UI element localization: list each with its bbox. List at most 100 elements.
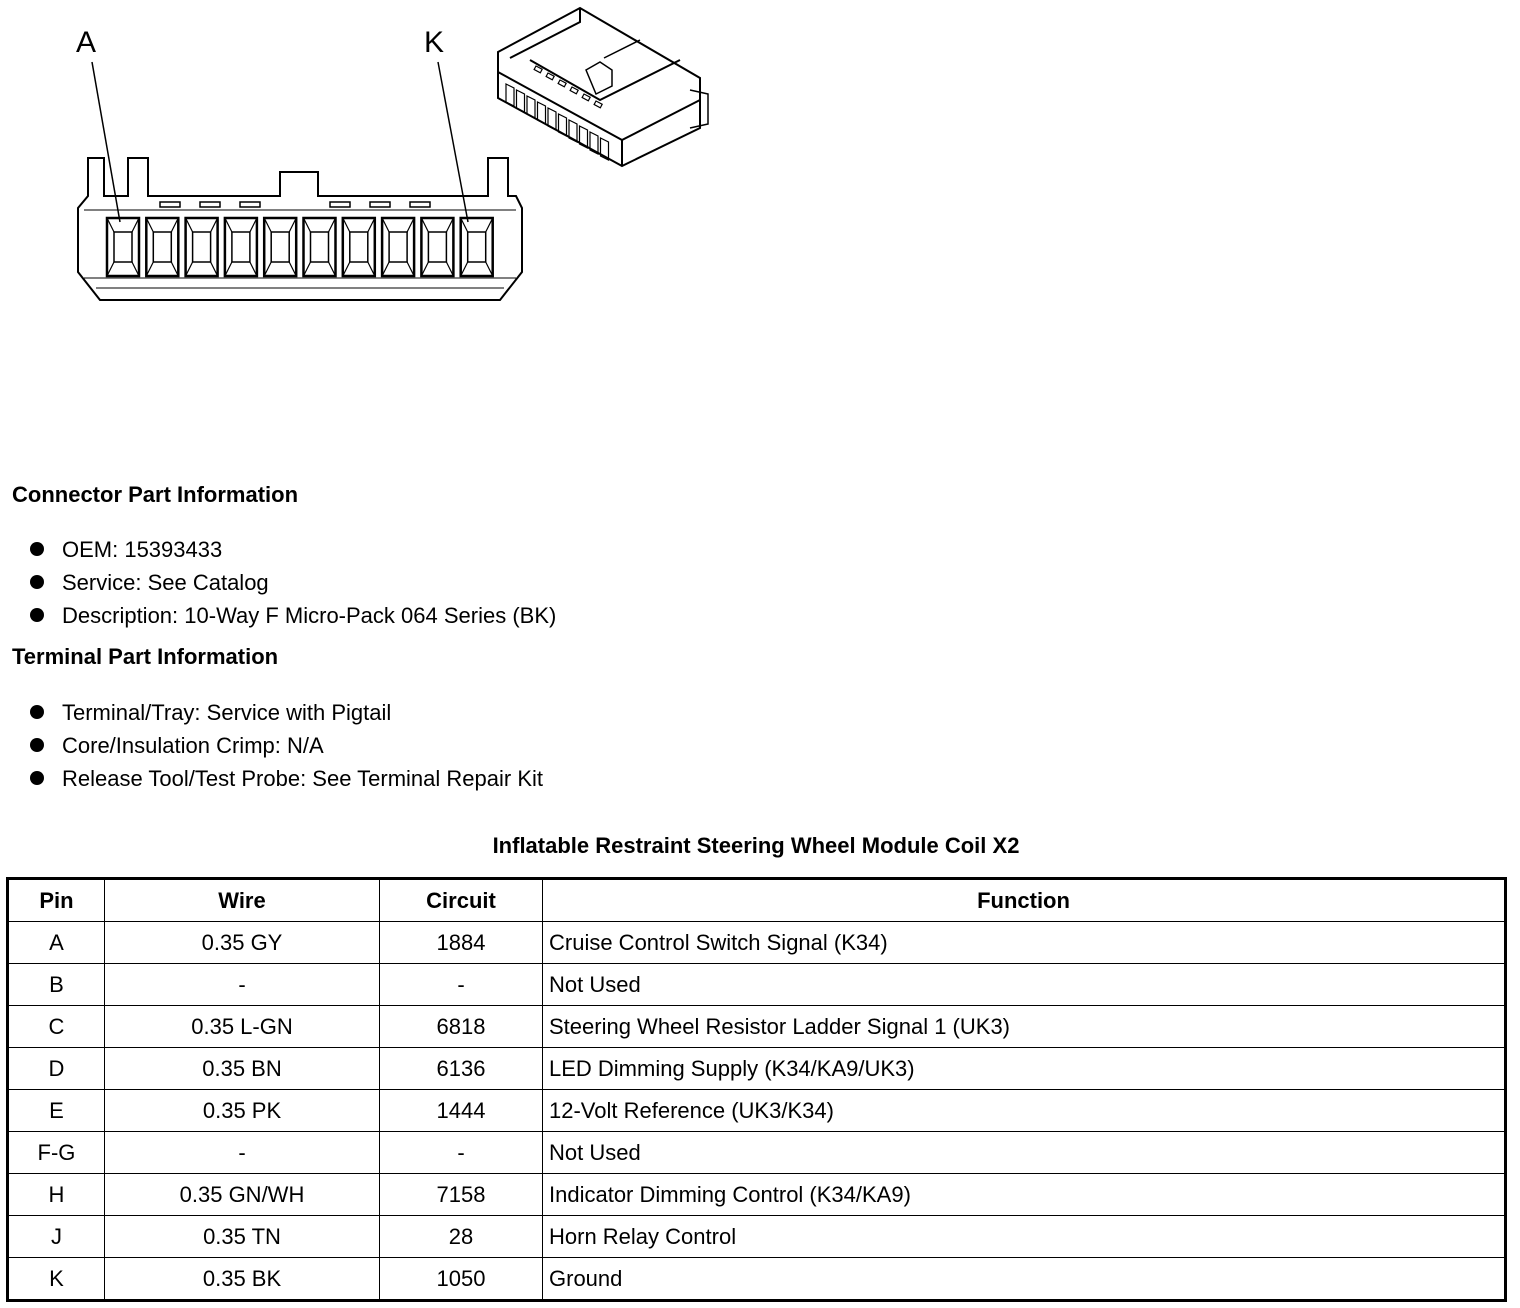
circuit-cell: 6136 — [379, 1047, 543, 1090]
isometric-latch-slot — [593, 100, 603, 109]
connector-face-view — [77, 157, 523, 301]
function-cell: Indicator Dimming Control (K34/KA9) — [542, 1173, 1506, 1216]
isometric-cavity — [515, 89, 526, 113]
pin-cell: E — [7, 1089, 105, 1132]
pin-cell: J — [7, 1215, 105, 1258]
column-header-wire: Wire — [104, 878, 380, 922]
column-header-function: Function — [542, 878, 1506, 922]
isometric-latch-slot — [557, 79, 567, 88]
terminal-cavity — [459, 216, 494, 278]
connector-info-list: OEM: 15393433 Service: See Catalog Descr… — [26, 533, 556, 632]
isometric-cavity — [557, 113, 568, 137]
pin-cell: H — [7, 1173, 105, 1216]
bullet-icon — [30, 771, 44, 785]
list-item: Release Tool/Test Probe: See Terminal Re… — [26, 762, 543, 795]
bullet-icon — [30, 542, 44, 556]
function-cell: Not Used — [542, 963, 1506, 1006]
terminal-cavity — [184, 216, 219, 278]
terminal-tray-info: Terminal/Tray: Service with Pigtail — [62, 700, 392, 725]
terminal-cavity — [223, 216, 259, 278]
connector-cavities — [105, 216, 494, 278]
service-info: Service: See Catalog — [62, 570, 269, 595]
circuit-cell: - — [379, 963, 543, 1006]
function-cell: LED Dimming Supply (K34/KA9/UK3) — [542, 1047, 1506, 1090]
function-cell: Not Used — [542, 1131, 1506, 1174]
table-row: B--Not Used — [7, 963, 1506, 1006]
circuit-cell: 7158 — [379, 1173, 543, 1216]
oem-part-number: OEM: 15393433 — [62, 537, 223, 562]
circuit-cell: 1444 — [379, 1089, 543, 1132]
bullet-icon — [30, 575, 44, 589]
function-cell: Horn Relay Control — [542, 1215, 1506, 1258]
bullet-icon — [30, 608, 44, 622]
bullet-icon — [30, 738, 44, 752]
wire-cell: 0.35 GY — [104, 921, 380, 964]
wire-cell: 0.35 GN/WH — [104, 1173, 380, 1216]
terminal-cavity — [420, 216, 455, 278]
list-item: Service: See Catalog — [26, 566, 556, 599]
circuit-cell: 1050 — [379, 1257, 543, 1301]
terminal-cavity — [302, 216, 337, 278]
isometric-cavity — [547, 107, 557, 131]
pin-k-leader-line — [437, 61, 469, 223]
connector-isometric-view — [497, 6, 709, 168]
isometric-latch-slot — [545, 72, 555, 81]
pin-cell: A — [7, 921, 105, 964]
isometric-cavity — [526, 95, 536, 119]
connector-description: Description: 10-Way F Micro-Pack 064 Ser… — [62, 603, 557, 628]
isometric-cavity — [599, 137, 610, 161]
terminal-part-information-heading: Terminal Part Information — [12, 644, 279, 669]
terminal-cavity — [105, 216, 141, 278]
function-cell: Cruise Control Switch Signal (K34) — [542, 921, 1506, 964]
pin-cell: D — [7, 1047, 105, 1090]
isometric-latch-slot — [533, 65, 543, 74]
release-tool-info: Release Tool/Test Probe: See Terminal Re… — [62, 766, 543, 791]
pin-cell: C — [7, 1005, 105, 1048]
isometric-latch-slot — [569, 86, 579, 95]
crimp-info: Core/Insulation Crimp: N/A — [62, 733, 324, 758]
list-item: Description: 10-Way F Micro-Pack 064 Ser… — [26, 599, 556, 632]
terminal-cavity — [341, 216, 377, 278]
list-item: Core/Insulation Crimp: N/A — [26, 729, 543, 762]
terminal-info-list: Terminal/Tray: Service with Pigtail Core… — [26, 696, 543, 795]
circuit-cell: 6818 — [379, 1005, 543, 1048]
pin-a-callout-label: A — [76, 26, 96, 59]
table-row: F-G--Not Used — [7, 1131, 1506, 1174]
column-header-circuit: Circuit — [379, 878, 543, 922]
circuit-cell: 1884 — [379, 921, 543, 964]
wire-cell: - — [104, 1131, 380, 1174]
wire-cell: 0.35 TN — [104, 1215, 380, 1258]
wire-cell: 0.35 BK — [104, 1257, 380, 1301]
isometric-latch-slot — [581, 93, 591, 102]
column-header-pin: Pin — [7, 878, 105, 922]
isometric-cavity — [505, 83, 515, 107]
pin-cell: F-G — [7, 1131, 105, 1174]
circuit-cell: 28 — [379, 1215, 543, 1258]
pin-k-callout-label: K — [424, 26, 444, 59]
isometric-cavity — [578, 125, 589, 149]
wire-cell: 0.35 PK — [104, 1089, 380, 1132]
function-cell: Steering Wheel Resistor Ladder Signal 1 … — [542, 1005, 1506, 1048]
function-cell: 12-Volt Reference (UK3/K34) — [542, 1089, 1506, 1132]
connector-diagram: A K — [76, 6, 709, 301]
table-header-row: Pin Wire Circuit Function — [7, 878, 1506, 922]
bullet-icon — [30, 705, 44, 719]
function-cell: Ground — [542, 1257, 1506, 1301]
terminal-cavity — [262, 216, 298, 278]
terminal-cavity — [145, 216, 180, 278]
isometric-cavity — [568, 119, 578, 143]
wire-cell: 0.35 BN — [104, 1047, 380, 1090]
circuit-cell: - — [379, 1131, 543, 1174]
wire-cell: - — [104, 963, 380, 1006]
isometric-cavity — [536, 101, 547, 125]
wire-cell: 0.35 L-GN — [104, 1005, 380, 1048]
connector-part-information-heading: Connector Part Information — [12, 482, 299, 507]
